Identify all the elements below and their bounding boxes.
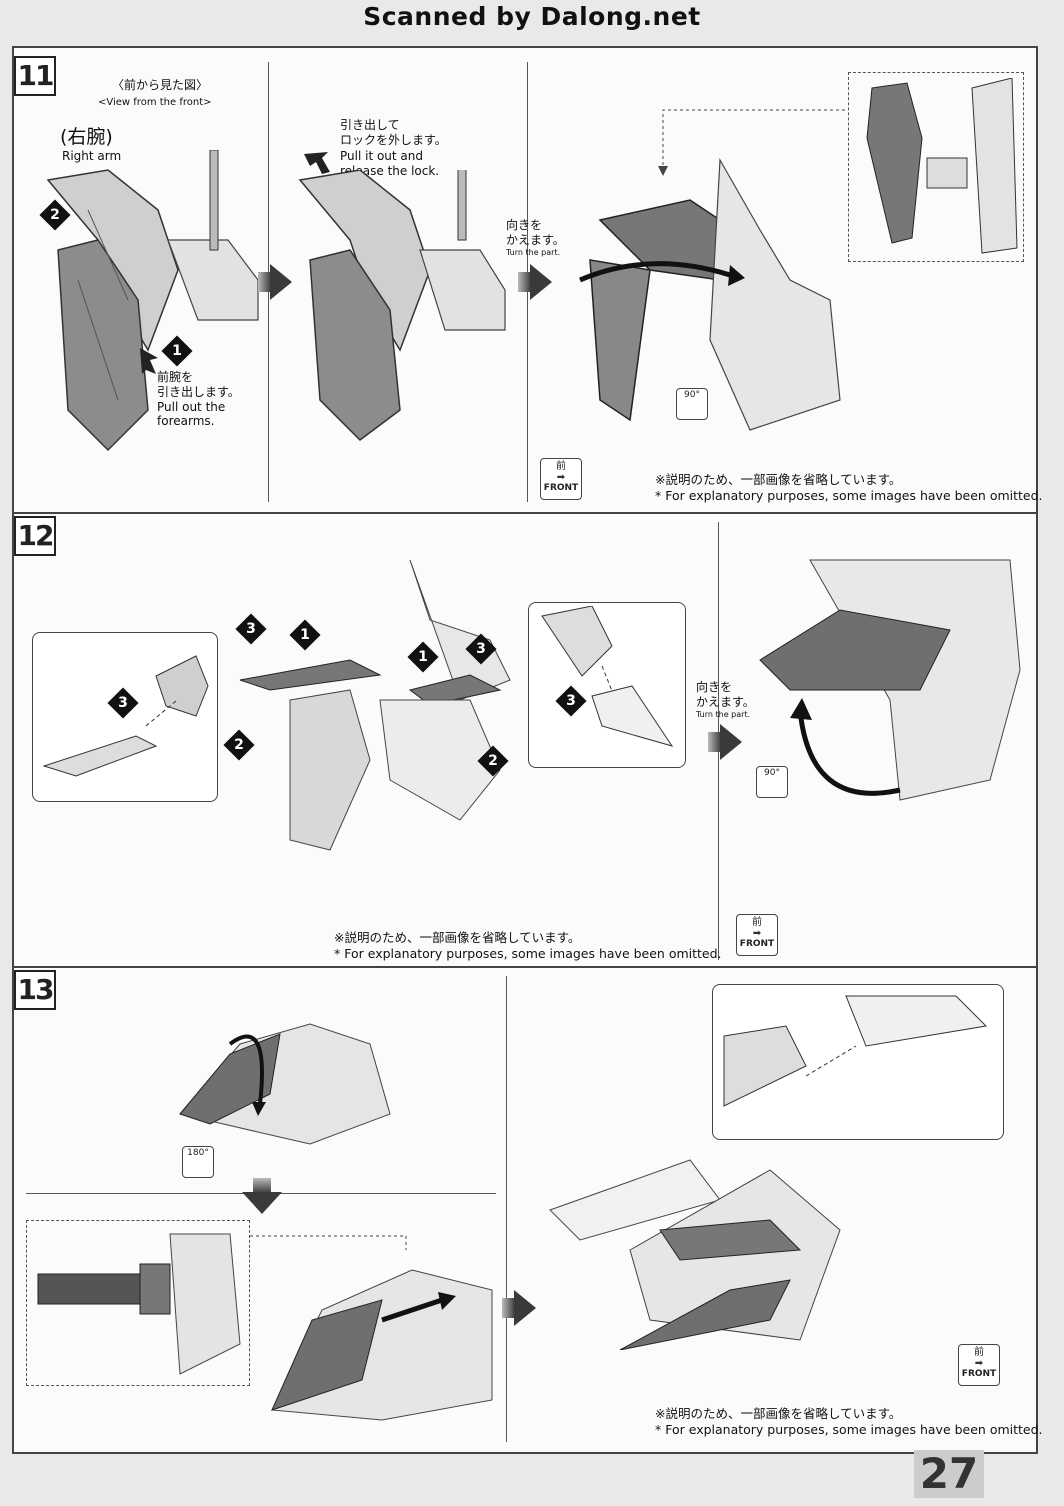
lock-en-1: Pull it out and [340, 149, 424, 163]
wing-attach-illustration [723, 995, 988, 1107]
next-arrow-stem [518, 272, 530, 292]
wing-lock-illustration [271, 1269, 493, 1421]
next-step-arrow-icon [530, 264, 552, 300]
right-arm-jp: (右腕) [60, 126, 113, 148]
forearm-jp-2: 引き出します。 [157, 385, 240, 399]
right-arm-en: Right arm [62, 149, 122, 163]
arm-illustration [46, 150, 259, 452]
panel-divider [506, 976, 507, 1442]
step-divider [12, 512, 1036, 514]
final-assembly-illustration [549, 1159, 841, 1350]
hinge-detail-illustration [37, 1233, 241, 1375]
forearm-en-2: forearms. [157, 414, 215, 428]
detail-illustration [866, 78, 1018, 254]
step-marker-1: 1 [289, 619, 321, 651]
detail-callout-box [26, 1220, 250, 1386]
next-step-arrow-icon [270, 264, 292, 300]
step-marker-1: 1 [407, 641, 439, 673]
next-step-arrow-icon [514, 1290, 536, 1326]
rotate-90-icon: 90° [756, 766, 788, 798]
omission-note-jp: ※説明のため、一部画像を省略しています。 [655, 1406, 902, 1421]
front-orientation-icon: 前 ➡ FRONT [540, 458, 582, 500]
step-number: 11 [14, 56, 56, 96]
down-step-arrow-icon [242, 1192, 282, 1214]
step-marker-3: 3 [555, 685, 587, 717]
body-illustration [759, 559, 1021, 801]
step-number: 12 [14, 516, 56, 556]
lock-jp-1: 引き出して [340, 118, 400, 132]
view-from-front-jp: 〈前から見た図〉 [112, 78, 209, 92]
body-illustration [239, 560, 511, 851]
next-arrow-stem [502, 1298, 514, 1318]
detail-callout-box [848, 72, 1024, 262]
pull-arrow-icon [304, 152, 330, 174]
step-marker-3: 3 [235, 613, 267, 645]
step-marker-3: 3 [465, 633, 497, 665]
step-marker-2: 2 [477, 745, 509, 777]
step-divider [12, 966, 1036, 968]
front-orientation-icon: 前 ➡ FRONT [958, 1344, 1000, 1386]
step-marker-3: 3 [107, 687, 139, 719]
leader-line [250, 1235, 407, 1250]
omission-note-jp: ※説明のため、一部画像を省略しています。 [334, 930, 581, 945]
step-marker-2: 2 [223, 729, 255, 761]
forearm-jp-1: 前腕を [157, 370, 194, 384]
turn-en: Turn the part. [696, 710, 751, 719]
view-from-front-en: <View from the front> [98, 97, 212, 108]
turn-jp-1: 向きを [696, 680, 733, 694]
turn-jp-2: かえます。 [506, 233, 565, 247]
down-arrow-stem [253, 1178, 271, 1192]
omission-note-en: * For explanatory purposes, some images … [655, 488, 1043, 503]
rotate-180-icon: 180° [182, 1146, 214, 1178]
step-marker-2: 2 [39, 199, 71, 231]
next-arrow-stem [708, 732, 720, 752]
arm-illustration [298, 170, 506, 441]
next-arrow-stem [258, 272, 270, 292]
wing-attach-illustration [541, 606, 674, 747]
lock-jp-2: ロックを外します。 [340, 133, 447, 147]
leader-line [658, 109, 845, 176]
rotate-90-icon: 90° [676, 388, 708, 420]
page-number: 27 [914, 1450, 984, 1498]
omission-note-jp: ※説明のため、一部画像を省略しています。 [655, 472, 902, 487]
front-orientation-icon: 前 ➡ FRONT [736, 914, 778, 956]
turn-en: Turn the part. [506, 248, 561, 257]
pull-arrow-icon [140, 348, 158, 374]
turn-jp-2: かえます。 [696, 695, 755, 709]
body-illustration [579, 157, 841, 431]
turn-jp-1: 向きを [506, 218, 543, 232]
omission-note-en: * For explanatory purposes, some images … [655, 1422, 1043, 1437]
step-number: 13 [14, 970, 56, 1010]
wing-attach-illustration [42, 655, 209, 777]
next-step-arrow-icon [720, 724, 742, 760]
scan-watermark: Scanned by Dalong.net [363, 2, 701, 31]
omission-note-en: * For explanatory purposes, some images … [334, 946, 722, 961]
wing-fold-illustration [179, 1023, 391, 1145]
forearm-en-1: Pull out the [157, 400, 226, 414]
